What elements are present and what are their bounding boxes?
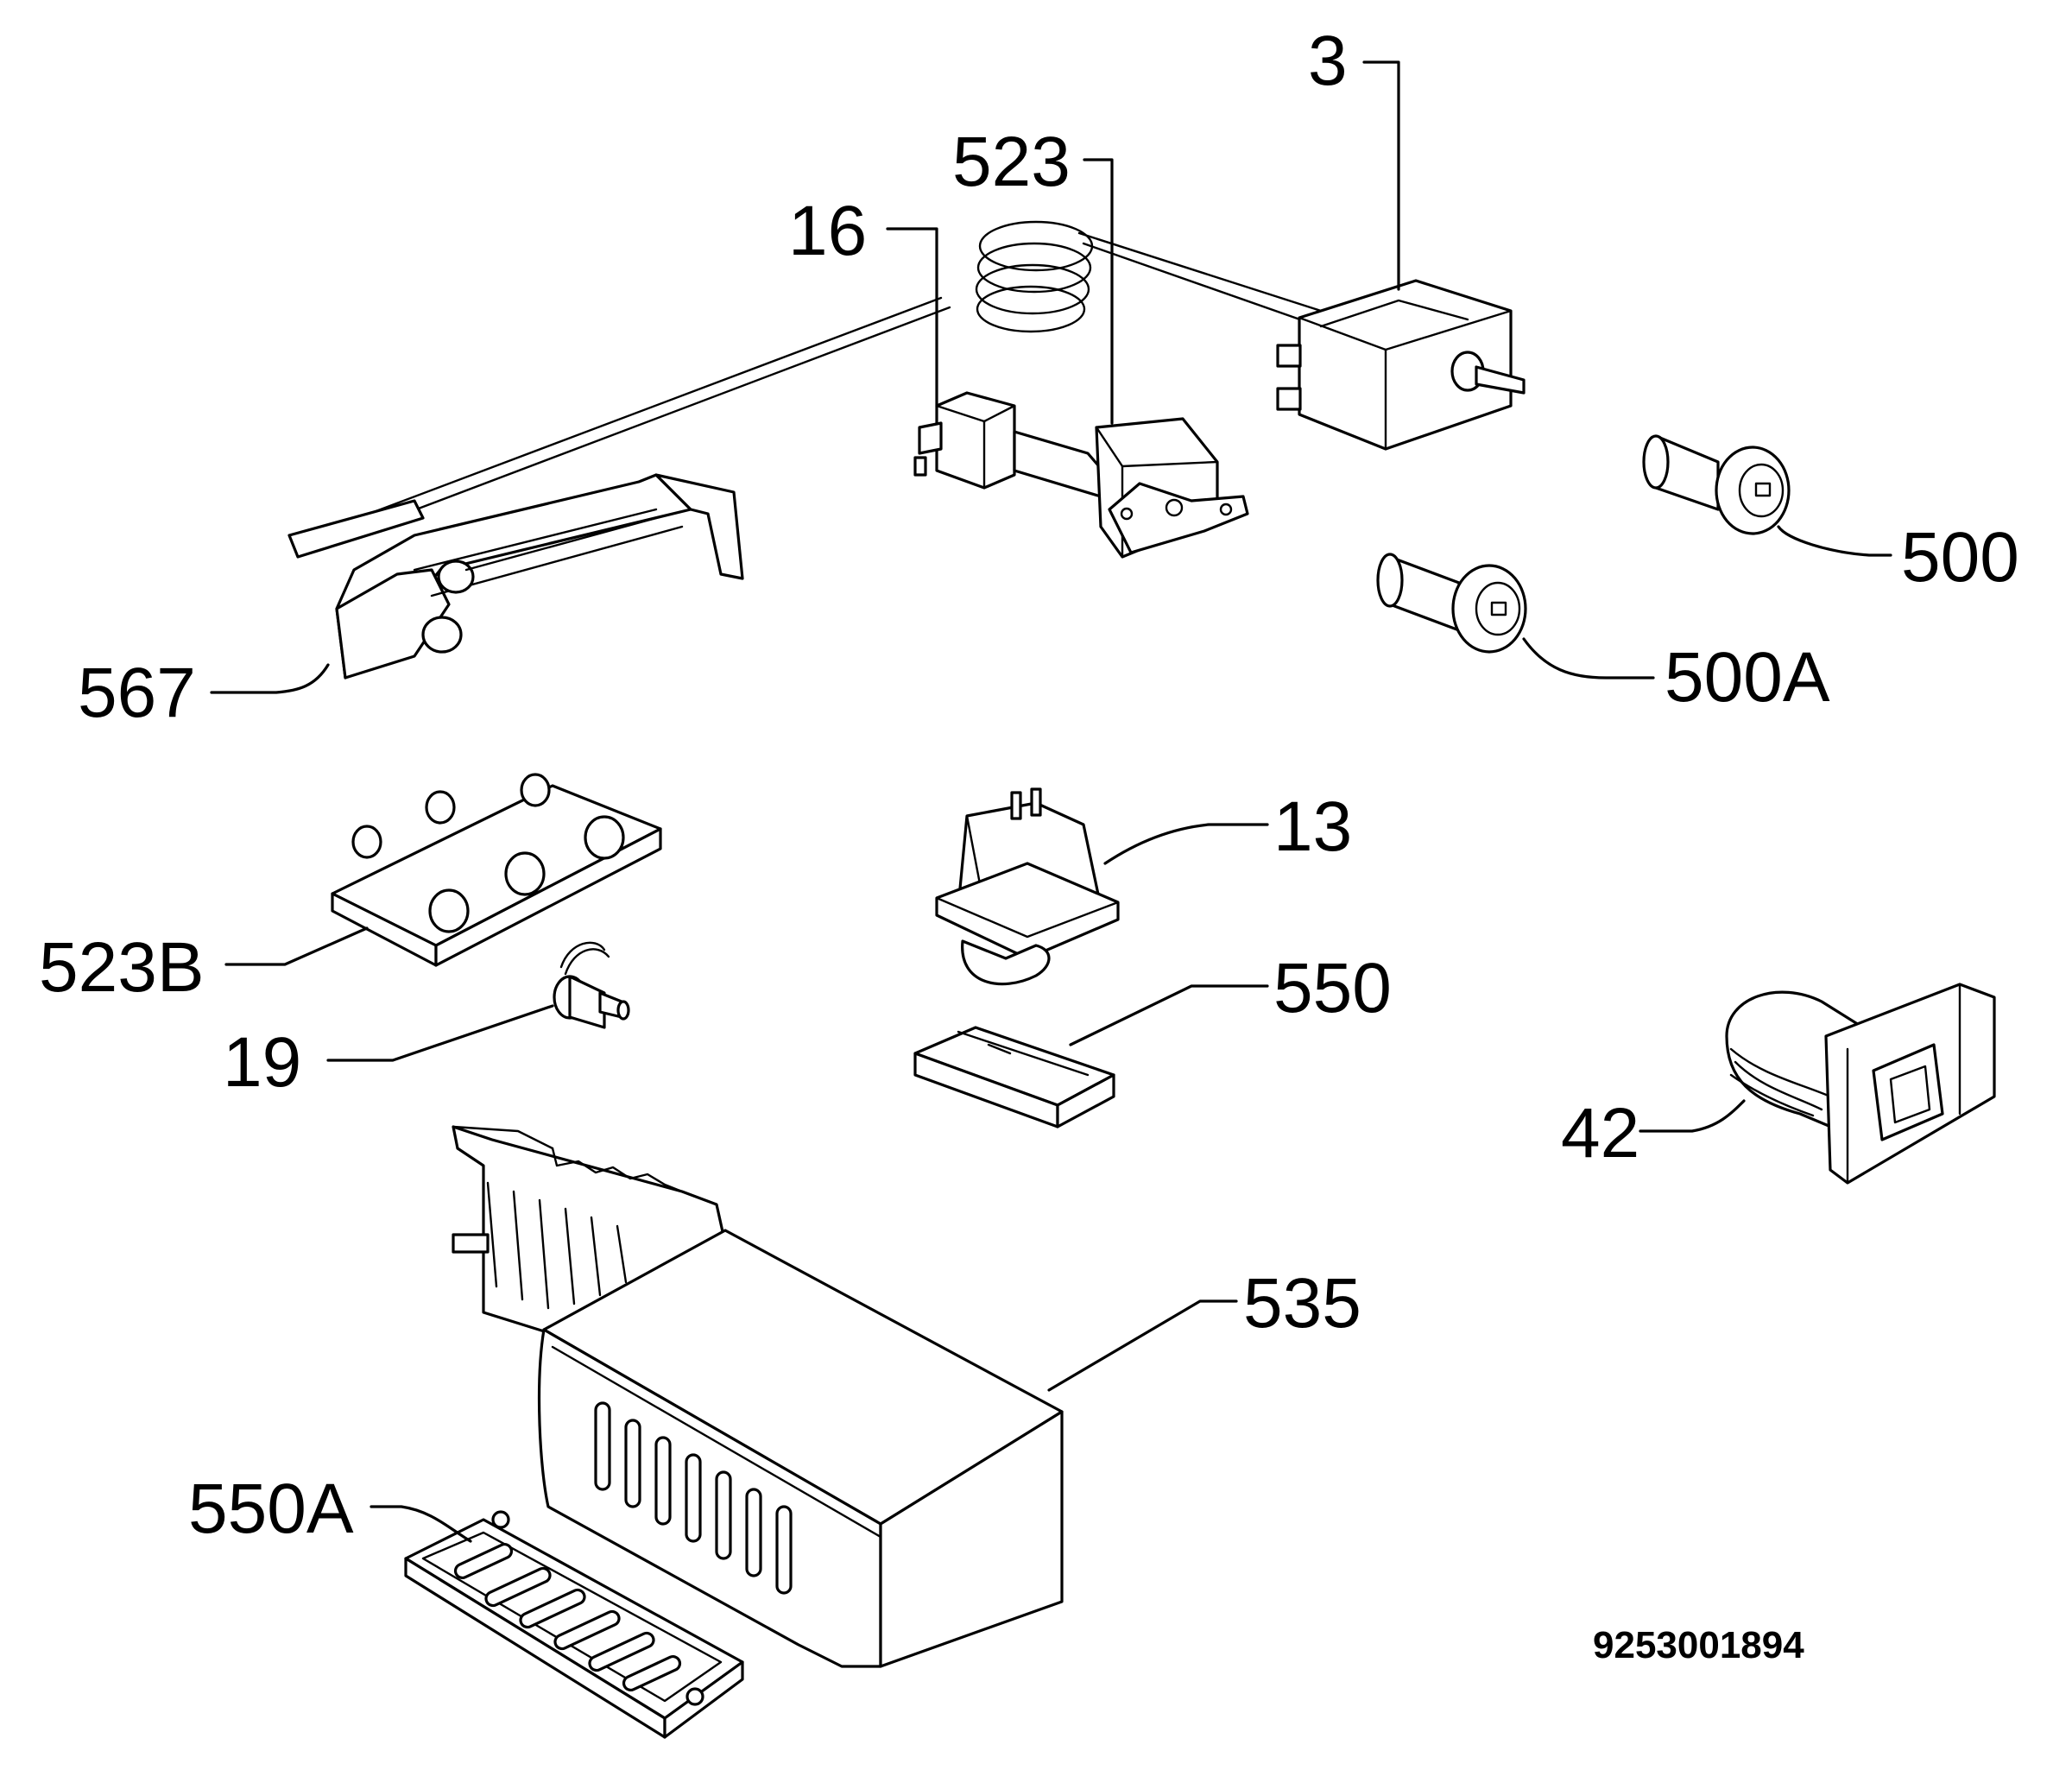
bracket-523-drawing xyxy=(1095,417,1249,559)
leader-567 xyxy=(210,663,330,694)
knob-500-drawing xyxy=(1642,434,1791,535)
callout-3: 3 xyxy=(1308,22,1348,100)
callout-19: 19 xyxy=(223,1023,301,1102)
lamp-holder-523b-drawing xyxy=(331,773,662,967)
leader-16 xyxy=(886,227,938,408)
knob-500a-drawing xyxy=(1376,553,1527,654)
callout-535: 535 xyxy=(1243,1264,1361,1343)
callout-500: 500 xyxy=(1901,518,2019,597)
leader-3 xyxy=(1362,60,1400,291)
callout-labels: 3 523 16 500 500A 567 13 523B 550 19 42 … xyxy=(39,22,2019,1548)
callout-550a: 550A xyxy=(188,1470,354,1548)
leader-523 xyxy=(1083,158,1114,425)
thermostat-capillary-drawing xyxy=(287,220,1323,559)
leader-13 xyxy=(1103,823,1269,865)
callout-42: 42 xyxy=(1561,1094,1639,1173)
lamp-42-drawing xyxy=(1725,983,1996,1185)
leader-500 xyxy=(1777,525,1892,557)
cover-550-drawing xyxy=(913,1026,1115,1128)
leader-42 xyxy=(1639,1099,1746,1133)
callout-13: 13 xyxy=(1273,787,1352,866)
part-19-drawing xyxy=(553,941,630,1029)
leader-550a xyxy=(370,1505,472,1543)
callout-523: 523 xyxy=(952,123,1071,201)
document-number: 9253001894 xyxy=(1593,1624,1804,1666)
handle-567-drawing xyxy=(335,473,744,680)
housing-535-drawing xyxy=(452,1125,1064,1668)
callout-567: 567 xyxy=(78,654,196,732)
leader-500a xyxy=(1522,637,1655,680)
callout-16: 16 xyxy=(788,192,867,270)
thermostat-body xyxy=(1276,279,1526,451)
switch-16-drawing xyxy=(913,391,1115,498)
leader-19 xyxy=(326,1004,554,1062)
lamp-socket-13-drawing xyxy=(935,787,1120,986)
leader-lines xyxy=(210,60,1892,1543)
leader-535 xyxy=(1047,1299,1238,1392)
callout-500a: 500A xyxy=(1665,638,1830,717)
callout-550: 550 xyxy=(1273,949,1392,1027)
leader-550 xyxy=(1069,984,1269,1046)
leader-523b xyxy=(224,926,369,966)
callout-523b: 523B xyxy=(39,928,205,1007)
